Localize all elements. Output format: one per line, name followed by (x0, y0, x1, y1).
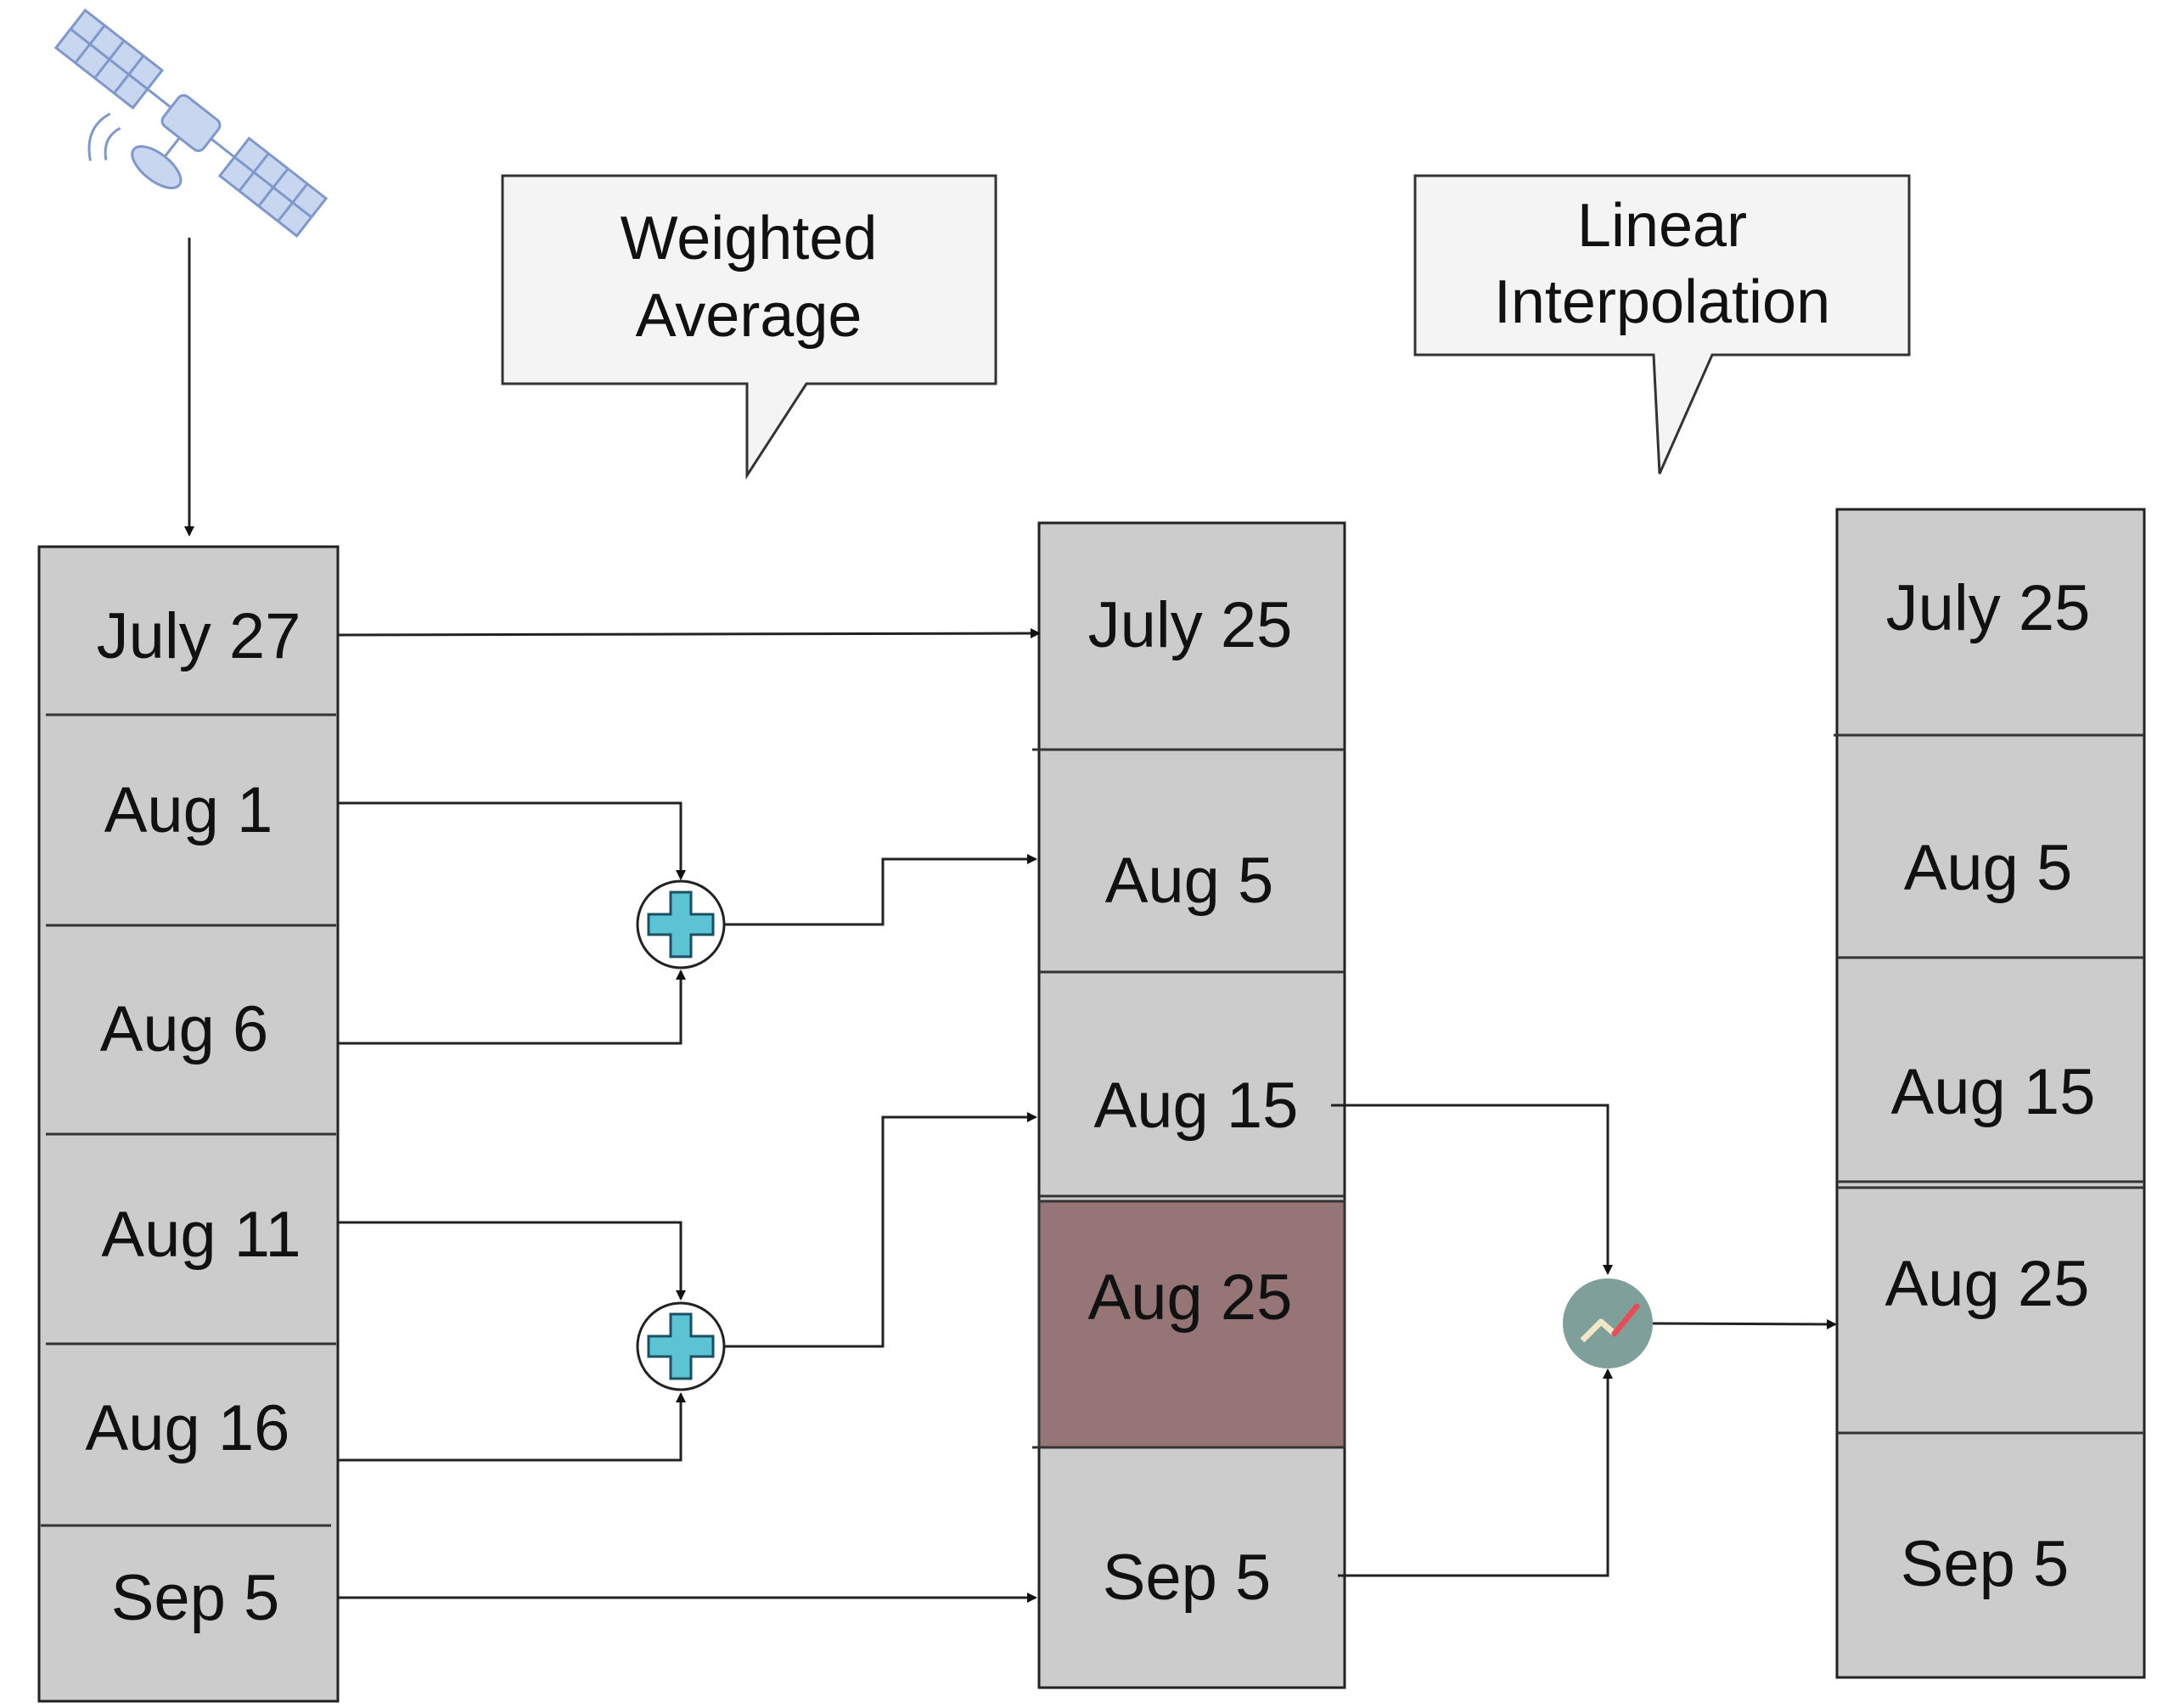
middle-cell-july-25: July 25 (1088, 589, 1293, 661)
line-chart-icon (1563, 1278, 1653, 1368)
arrow-aug6-to-sum1 (338, 969, 686, 1045)
output-cell-aug-5: Aug 5 (1904, 832, 2073, 904)
arrow-sum1-to-aug5 (724, 854, 1037, 926)
arrow-interp-to-aug25 (1652, 1318, 1837, 1329)
source-cell-aug-6: Aug 6 (100, 993, 269, 1065)
output-cell-aug-25: Aug 25 (1885, 1248, 2090, 1320)
arrow-aug11-to-sum2 (338, 1221, 686, 1301)
source-cell-aug-16: Aug 16 (86, 1392, 290, 1464)
source-cell-july-27: July 27 (97, 600, 301, 672)
output-cell-july-25: July 25 (1886, 572, 2091, 644)
linear-interpolation-callout: Linear Interpolation (1413, 174, 1911, 475)
satellite-icon (53, 8, 329, 238)
source-cell-aug-1: Aug 1 (104, 774, 273, 846)
output-cell-aug-15: Aug 15 (1891, 1056, 2096, 1128)
middle-column: July 25 Aug 5 Aug 15 Aug 25 Sep 5 (1032, 521, 1346, 1689)
weighted-average-callout: Weighted Average (501, 174, 997, 480)
output-cell-sep-5: Sep 5 (1901, 1528, 2070, 1600)
weighted-average-line-2: Average (636, 282, 862, 350)
middle-cell-sep-5: Sep 5 (1103, 1542, 1272, 1614)
source-cell-aug-11: Aug 11 (101, 1199, 301, 1271)
arrow-sum2-to-aug15 (724, 1112, 1037, 1348)
weighted-average-line-1: Weighted (621, 205, 878, 272)
middle-cell-aug-5: Aug 5 (1105, 845, 1274, 917)
middle-cell-aug-15: Aug 15 (1094, 1070, 1299, 1142)
linear-interpolation-line-2: Interpolation (1494, 268, 1830, 336)
source-cell-sep-5: Sep 5 (111, 1562, 280, 1634)
arrow-july27-to-july25 (337, 628, 1041, 639)
output-column: July 25 Aug 5 Aug 15 Aug 25 Sep 5 (1834, 508, 2146, 1679)
middle-cell-aug-25: Aug 25 (1088, 1261, 1293, 1334)
arrow-sep5-to-interp (1338, 1368, 1613, 1577)
source-column: July 27 Aug 1 Aug 6 Aug 11 Aug 16 Sep 5 (37, 545, 340, 1703)
missing-cell-highlight (1037, 1200, 1346, 1449)
linear-interpolation-line-1: Linear (1577, 192, 1747, 260)
plus-icon (636, 1301, 726, 1391)
plus-icon (636, 879, 726, 969)
arrow-aug15-to-interp (1331, 1104, 1613, 1275)
arrow-aug16-to-sum2 (338, 1392, 686, 1462)
arrow-aug1-to-sum1 (338, 801, 686, 880)
